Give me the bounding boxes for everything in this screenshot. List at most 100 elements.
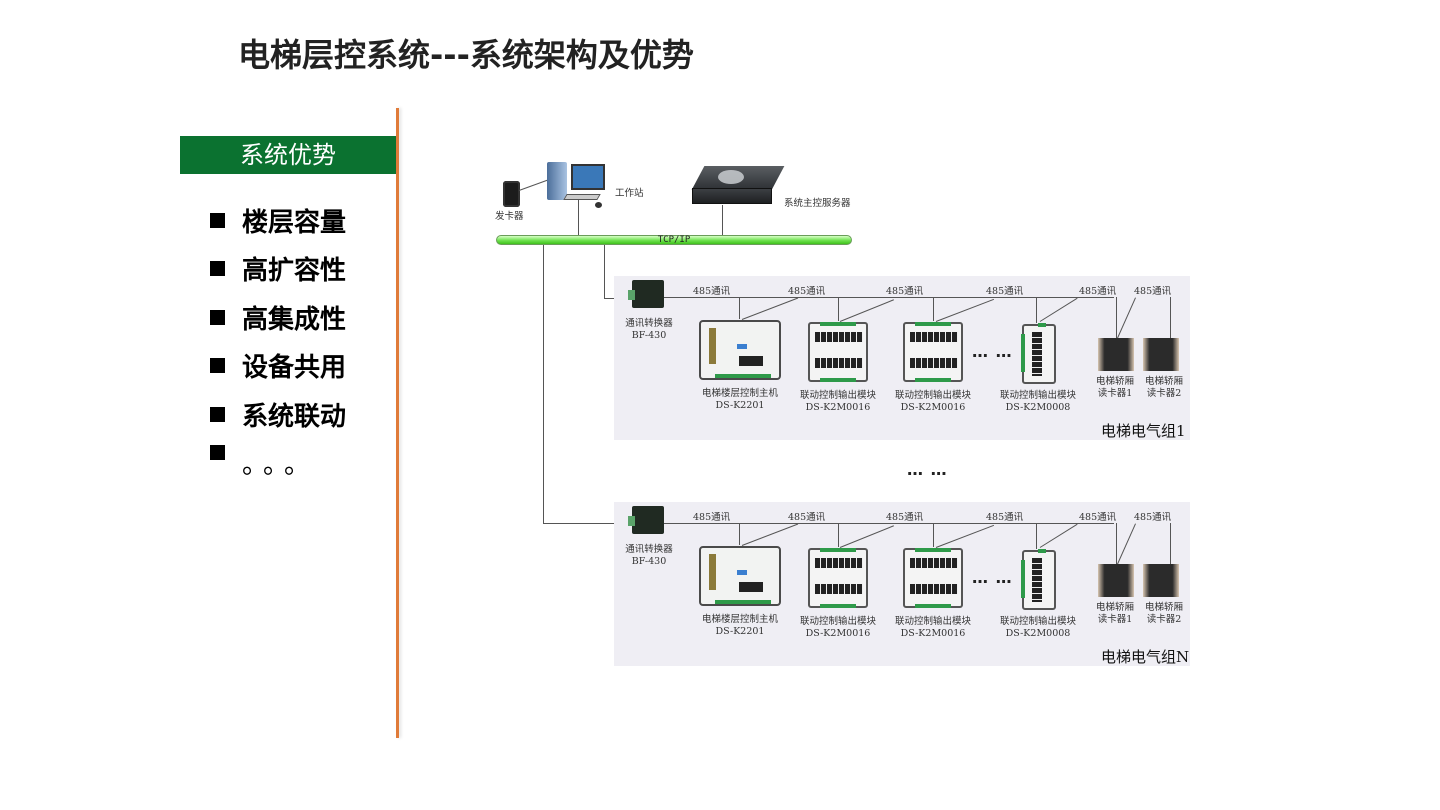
trunk-line-group-n	[543, 245, 544, 524]
reader1-sub: 读卡器1	[1097, 614, 1133, 625]
converter-name: 通讯转换器	[625, 318, 673, 329]
rs485-label: 485通讯	[1079, 286, 1117, 297]
controller-model: DS-K2201	[715, 400, 765, 411]
vertical-divider	[396, 108, 399, 738]
advantages-list: 楼层容量 高扩容性 高集成性 设备共用 系统联动 。。。	[210, 196, 346, 487]
module-a-name: 联动控制输出模块	[799, 616, 876, 627]
module-ellipsis: … …	[972, 342, 1013, 361]
reader2-name: 电梯轿厢	[1144, 602, 1183, 613]
rs485-bus-line	[664, 297, 1114, 298]
module-ellipsis: … …	[972, 568, 1013, 587]
module-a-model: DS-K2M0016	[805, 402, 871, 413]
trunk-line-group-n	[543, 523, 615, 524]
module-c-model: DS-K2M0008	[1005, 628, 1071, 639]
module-b-model: DS-K2M0016	[900, 402, 966, 413]
rs485-label: 485通讯	[886, 512, 924, 523]
reader1-sub: 读卡器1	[1097, 388, 1133, 399]
module-b-name: 联动控制输出模块	[894, 390, 971, 401]
rs485-label: 485通讯	[693, 286, 731, 297]
workstation-label: 工作站	[615, 188, 644, 199]
reader1-name: 电梯轿厢	[1095, 376, 1134, 387]
advantage-label: 设备共用	[242, 353, 347, 384]
rs485-label: 485通讯	[788, 512, 826, 523]
module-b-model: DS-K2M0016	[900, 628, 966, 639]
module-c-model: DS-K2M0008	[1005, 402, 1071, 413]
connector-line	[1116, 297, 1117, 342]
connector-line	[838, 523, 839, 547]
trunk-line-group-1	[604, 245, 605, 299]
connector-line	[838, 297, 839, 321]
tcpip-label: TCP/IP	[657, 235, 691, 245]
advantage-item: 楼层容量	[210, 196, 346, 245]
advantages-header: 系统优势	[180, 136, 396, 174]
bullet-square-icon	[210, 212, 225, 228]
connector-line	[1116, 523, 1117, 568]
module-a-name: 联动控制输出模块	[799, 390, 876, 401]
converter-name: 通讯转换器	[625, 544, 673, 555]
rs485-label: 485通讯	[986, 512, 1024, 523]
rs485-label: 485通讯	[986, 286, 1024, 297]
card-issuer-label: 发卡器	[495, 211, 524, 222]
controller-name: 电梯楼层控制主机	[701, 614, 778, 625]
group-ellipsis: … …	[907, 460, 948, 479]
module-a-model: DS-K2M0016	[805, 628, 871, 639]
server-label: 系统主控服务器	[784, 198, 851, 209]
page-title: 电梯层控系统---系统架构及优势	[238, 36, 694, 74]
module-b-name: 联动控制输出模块	[894, 616, 971, 627]
converter-terminal-icon	[628, 516, 635, 526]
rs485-label: 485通讯	[693, 512, 731, 523]
card-issuer-icon	[503, 181, 520, 207]
group-label: 电梯电气组N	[1101, 648, 1190, 666]
advantage-label: 系统联动	[242, 401, 347, 432]
floor-controller-device-icon	[699, 546, 781, 606]
advantage-item: 设备共用	[210, 342, 346, 391]
rs485-label: 485通讯	[886, 286, 924, 297]
bullet-square-icon	[210, 406, 225, 422]
group-label: 电梯电气组1	[1101, 422, 1186, 440]
advantage-label: 高集成性	[242, 304, 347, 335]
output-module-device-icon	[903, 548, 963, 608]
rs485-label: 485通讯	[1134, 512, 1172, 523]
rs485-label: 485通讯	[788, 286, 826, 297]
tcpip-bus	[496, 235, 852, 245]
advantage-label: 高扩容性	[242, 256, 347, 287]
rs485-bus-line	[664, 523, 1114, 524]
floor-controller-device-icon	[699, 320, 781, 380]
controller-model: DS-K2201	[715, 626, 765, 637]
server-icon	[690, 166, 785, 206]
connector-line	[518, 179, 548, 191]
connector-line	[578, 200, 579, 235]
converter-model: BF-430	[631, 330, 667, 341]
car-card-reader-icon	[1143, 564, 1179, 597]
connector-line	[1036, 523, 1037, 549]
module-c-name: 联动控制输出模块	[999, 390, 1076, 401]
connector-line	[722, 205, 723, 235]
advantage-item: 。。。	[210, 439, 346, 488]
converter-device-icon	[632, 506, 664, 534]
connector-line	[1170, 297, 1171, 342]
reader2-sub: 读卡器2	[1146, 388, 1182, 399]
connector-line	[933, 297, 934, 321]
output-module-device-icon	[808, 322, 868, 382]
output-module-device-icon	[903, 322, 963, 382]
rs485-label: 485通讯	[1079, 512, 1117, 523]
advantage-label: 楼层容量	[242, 207, 347, 238]
advantage-item: 系统联动	[210, 390, 346, 439]
bullet-square-icon	[210, 261, 225, 277]
connector-line	[739, 297, 740, 319]
reader1-name: 电梯轿厢	[1095, 602, 1134, 613]
workstation-icon	[545, 158, 607, 210]
output-module-8ch-device-icon	[1021, 549, 1056, 610]
car-card-reader-icon	[1143, 338, 1179, 371]
connector-line	[1170, 523, 1171, 568]
bullet-square-icon	[210, 444, 225, 460]
car-card-reader-icon	[1098, 338, 1134, 371]
connector-line	[1036, 297, 1037, 323]
connector-line	[739, 523, 740, 545]
bullet-square-icon	[210, 309, 225, 325]
converter-device-icon	[632, 280, 664, 308]
advantage-item: 高扩容性	[210, 245, 346, 294]
advantage-item: 高集成性	[210, 293, 346, 342]
output-module-device-icon	[808, 548, 868, 608]
advantage-label: 。。。	[242, 450, 319, 481]
